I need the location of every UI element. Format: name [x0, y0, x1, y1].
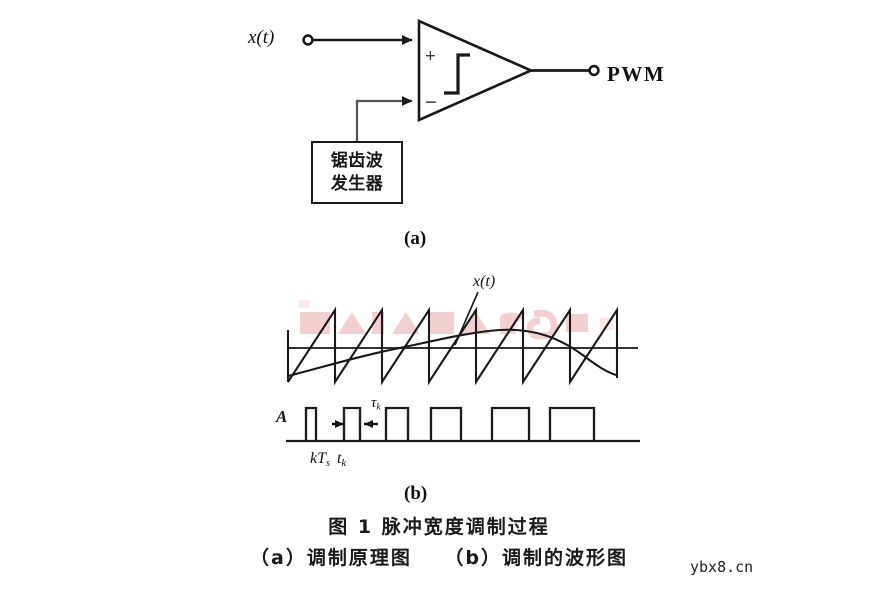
sawtooth-carrier-trace	[286, 306, 619, 386]
caption-title-text: 图 1 脉冲宽度调制过程	[328, 516, 550, 538]
wire-generator-to-minus	[355, 96, 413, 141]
input-signal-label: x(t)	[248, 27, 275, 48]
waveform-panel-b	[286, 291, 640, 443]
comparator-minus-terminal-label: −	[425, 90, 437, 114]
panel-a-label: (a)	[404, 228, 427, 249]
comparator-body	[417, 19, 535, 122]
amplitude-label: A	[276, 407, 288, 426]
step-function-icon	[444, 53, 470, 95]
figure-caption-title: 图 1 脉冲宽度调制过程	[0, 518, 878, 537]
caption-subtitle-text: （a）调制原理图 （b）调制的波形图	[250, 547, 628, 569]
panel-b-label: (b)	[404, 483, 428, 504]
waveform-signal-label: x(t)	[473, 273, 496, 290]
ktS-subscript: s	[326, 457, 330, 469]
comparator-plus-terminal-label: +	[425, 46, 436, 67]
pulse-width-label: τk	[371, 396, 381, 412]
input-terminal-node	[302, 34, 314, 46]
ktS-symbol: kT	[310, 450, 326, 467]
pwm-pulse-train	[304, 406, 596, 441]
figure-caption-subtitle: （a）调制原理图 （b）调制的波形图	[0, 549, 878, 568]
generator-label-line2: 发生器	[330, 173, 384, 194]
site-watermark: ybx8.cn	[690, 558, 754, 576]
tau-subscript: k	[376, 401, 381, 413]
sawtooth-generator-block: 锯齿波 发生器	[311, 141, 403, 204]
pwm-output-label: PWM	[607, 62, 666, 86]
xt-leader-line	[454, 291, 479, 346]
tk-subscript: k	[341, 457, 346, 469]
output-terminal-node	[588, 64, 600, 77]
schematic-panel-a	[302, 19, 600, 141]
watermark-stamp	[299, 300, 614, 340]
tk-symbol: t	[336, 450, 342, 467]
tau-symbol: τ	[371, 395, 377, 411]
modulating-signal-trace	[287, 328, 617, 378]
generator-label-line1: 锯齿波	[330, 151, 384, 172]
